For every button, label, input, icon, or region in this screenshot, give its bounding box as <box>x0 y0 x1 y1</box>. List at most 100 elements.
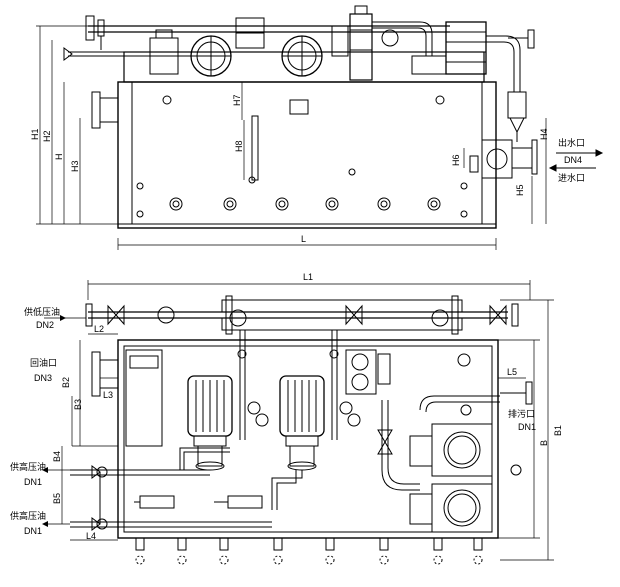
plan-feet <box>135 537 483 551</box>
front-right-valve <box>507 91 527 119</box>
front-tower <box>349 13 373 81</box>
plan-motor-2-fins <box>287 380 317 432</box>
plan-b3-label: B3 <box>73 398 83 410</box>
plan-header-lower <box>221 317 463 331</box>
plan-box-2-ring <box>443 489 481 527</box>
plan-drain-label: 排污口 <box>508 409 536 419</box>
front-motor <box>445 21 487 75</box>
plan-hp-pipe-2b <box>276 470 297 510</box>
plan-return-oil-size: DN3 <box>34 373 53 383</box>
plan-right-loop-b <box>387 400 420 485</box>
front-h1-label: H1 <box>30 128 40 140</box>
plan-hp-pipe-1b <box>183 451 230 470</box>
front-top-plate <box>123 51 485 83</box>
plan-right-loop-a <box>381 400 420 491</box>
plan-hp-oil-label-1: 供高压油 <box>10 462 47 472</box>
front-holes <box>136 95 468 218</box>
plan-hp-arrow-2 <box>42 521 48 527</box>
front-view <box>36 5 604 250</box>
front-h5-label: H5 <box>515 184 525 196</box>
plan-check-2b <box>347 413 361 427</box>
plan-return-nozzle2 <box>99 359 119 389</box>
plan-motor-2-base <box>285 435 319 447</box>
plan-filter-c2 <box>351 373 369 391</box>
plan-filter-side <box>377 353 391 385</box>
front-outlet-arrowhead <box>595 149 604 157</box>
plan-drain-flange <box>525 381 533 405</box>
plan-right-valve <box>377 429 393 443</box>
plan-b5-label: B5 <box>52 492 62 504</box>
front-right-assembly-c <box>486 148 508 170</box>
front-h8-label: H8 <box>234 140 244 152</box>
plan-l2-label: L2 <box>94 324 105 334</box>
front-pipe-elbow <box>372 21 433 56</box>
front-right-assembly <box>481 139 513 179</box>
plan-right-pipe-up-b <box>425 401 500 413</box>
plan-b1-label: B1 <box>553 424 563 436</box>
front-width-label: L <box>301 234 307 244</box>
front-h2-label: H2 <box>42 130 52 142</box>
plan-vpipe-joint-2 <box>329 349 339 359</box>
plan-view <box>42 280 554 565</box>
plan-hp-filter-1 <box>139 495 175 509</box>
plan-check-2a <box>339 401 353 415</box>
front-left-nozzle2 <box>99 97 119 123</box>
plan-motor-1-pump <box>197 445 223 467</box>
plan-drain-size: DN1 <box>518 422 537 432</box>
plan-l5-label: L5 <box>507 367 518 377</box>
front-top-left-valve2 <box>97 19 105 37</box>
plan-lp-oil-size: DN2 <box>36 320 55 330</box>
front-sight-glass <box>251 115 259 181</box>
plan-header-upper <box>221 299 463 313</box>
plan-small-circle-2 <box>460 404 472 416</box>
plan-right-flange <box>511 303 519 327</box>
plan-hp-valve-1 <box>91 465 101 479</box>
plan-hp-oil-label-2: 供高压油 <box>10 511 47 521</box>
plan-filter-c1 <box>351 353 369 371</box>
plan-box-2 <box>431 483 493 533</box>
front-left-nozzle <box>91 91 101 129</box>
plan-frame <box>117 339 499 539</box>
front-h7-label: H7 <box>232 94 242 106</box>
plan-b4-label: B4 <box>52 450 62 462</box>
plan-b2-label: B2 <box>61 376 71 388</box>
plan-hp-arrow-1 <box>42 467 48 473</box>
plan-check-1b <box>255 413 269 427</box>
plan-header-valve-c <box>489 304 499 326</box>
front-outlet-size: DN4 <box>564 155 583 165</box>
front-h4-label: H4 <box>539 128 549 140</box>
front-h3-label: H3 <box>70 160 80 172</box>
front-h6-label: H6 <box>451 154 461 166</box>
plan-hp-joint-2 <box>96 518 108 530</box>
plan-box-side-2 <box>409 493 433 525</box>
plan-header-flange-2 <box>451 295 459 335</box>
front-pipe-joint <box>381 29 399 47</box>
plan-left-flange <box>85 303 93 327</box>
plan-box-2-ring-in <box>447 493 477 523</box>
front-pipe-elbow2 <box>372 27 427 56</box>
plan-left-valve-b <box>115 304 125 326</box>
front-right-small <box>469 155 479 173</box>
plan-header-valve-b <box>353 304 363 326</box>
plan-dashed-holes <box>135 555 483 565</box>
front-nameplate <box>289 99 309 115</box>
plan-header-joint-1 <box>157 306 175 324</box>
front-motor-base <box>411 55 447 75</box>
plan-check-1a <box>247 401 261 415</box>
plan-motor-2-pump <box>289 445 315 467</box>
plan-b-label: B <box>539 439 549 446</box>
front-block-b <box>331 25 349 57</box>
plan-width-label: L1 <box>303 272 314 282</box>
plan-dimensions <box>44 280 554 561</box>
plan-header-flange-1 <box>225 295 233 335</box>
plan-left-cabinet <box>125 349 163 447</box>
plan-hp-valve-2 <box>91 517 101 531</box>
plan-box-1-ring-in <box>447 435 477 465</box>
plan-box-side-1 <box>409 435 433 467</box>
plan-return-nozzle <box>91 351 101 397</box>
plan-hp-oil-size-1: DN1 <box>24 477 43 487</box>
plan-right-valve-b <box>377 441 393 455</box>
front-right-valve-tri <box>509 117 525 134</box>
front-inlet-label: 进水口 <box>558 173 586 183</box>
